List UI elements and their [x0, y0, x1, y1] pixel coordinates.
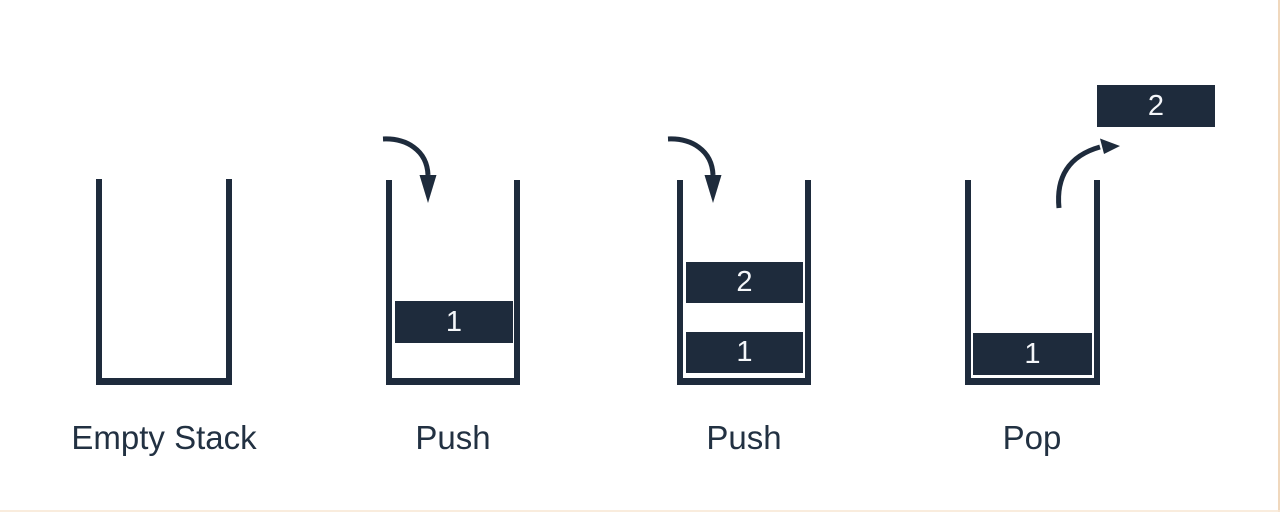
- right-edge-accent-line: [1278, 0, 1280, 512]
- stack-item-1: 1: [395, 301, 513, 343]
- stack-item-1: 1: [686, 332, 803, 373]
- panel-label-push-2: Push: [706, 419, 782, 456]
- panel-label-push-1: Push: [415, 419, 491, 456]
- stack-container-push1: [386, 180, 520, 385]
- push-down-arrow-icon: [382, 136, 437, 203]
- popped-item-2: 2: [1097, 85, 1215, 127]
- pop-up-arrow-icon: [1056, 138, 1120, 209]
- bottom-edge-accent-line: [0, 510, 1280, 512]
- push-down-arrow-icon: [667, 136, 722, 203]
- stack-container-pop: [965, 180, 1100, 385]
- panel-label-pop: Pop: [1002, 419, 1062, 456]
- stack-container-empty: [96, 179, 232, 385]
- stack-container-push2: [677, 180, 811, 385]
- stack-item-1: 1: [973, 333, 1092, 375]
- panel-label-empty-stack: Empty Stack: [71, 419, 257, 456]
- stack-item-2: 2: [686, 262, 803, 303]
